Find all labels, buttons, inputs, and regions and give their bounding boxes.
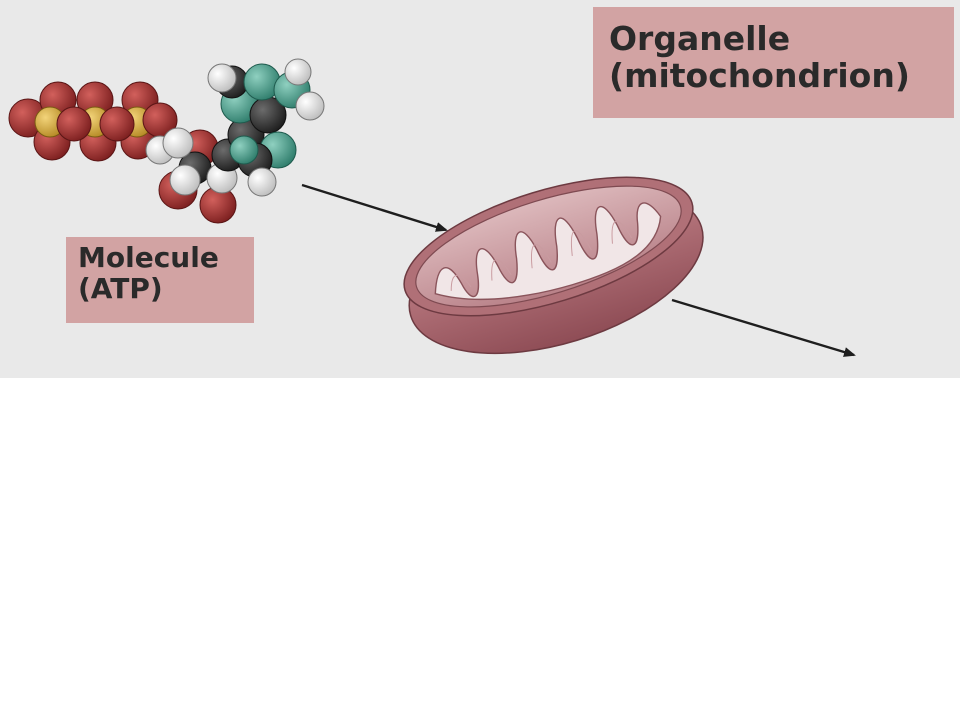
molecule-label-line1: Molecule (78, 241, 219, 274)
arrow-organelle-to-next (671, 298, 856, 357)
blank-area (0, 378, 960, 720)
figure-art (8, 58, 856, 357)
atp-molecule-illustration (8, 58, 325, 224)
organelle-label: Organelle (mitochondrion) (593, 7, 954, 118)
organelle-label-line1: Organelle (609, 19, 791, 58)
molecule-label-line2: (ATP) (78, 272, 163, 306)
organelle-label-line2: (mitochondrion) (609, 55, 910, 95)
figure-panel: Organelle (mitochondrion) Molecule (ATP) (0, 0, 960, 378)
molecule-label: Molecule (ATP) (66, 237, 254, 323)
mitochondrion-illustration (403, 176, 704, 355)
arrow-molecule-to-organelle (301, 183, 448, 232)
